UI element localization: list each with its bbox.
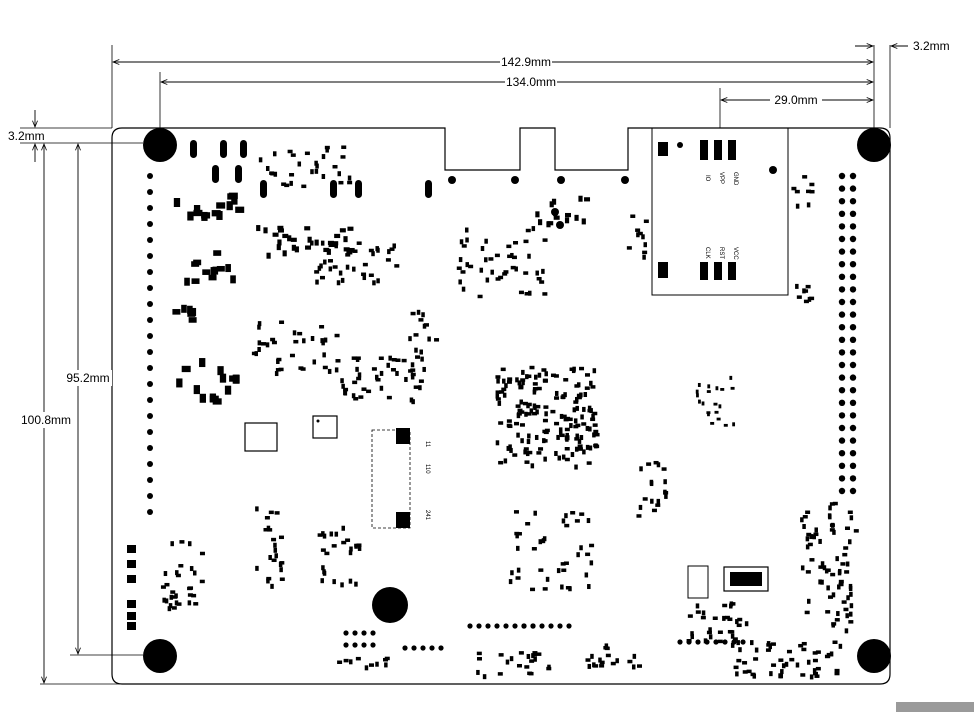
footer-bar — [896, 702, 974, 712]
module-label-rst: RST — [718, 247, 724, 259]
mounting-hole-top-left — [143, 128, 177, 162]
dim-label-95-2: 95.2mm — [66, 371, 109, 385]
dim-label-134-0: 134.0mm — [506, 75, 556, 89]
dim-label-3-2-right: 3.2mm — [913, 39, 950, 53]
mounting-hole-top-right — [857, 128, 891, 162]
module-label-vpp: VPP — [718, 172, 724, 184]
dim-label-100-8: 100.8mm — [21, 413, 71, 427]
ic-tssop-bottom-right — [723, 566, 769, 592]
dim-label-142-9: 142.9mm — [501, 55, 551, 69]
module-label-gnd: GND — [732, 172, 738, 186]
dim-label-3-2-top: 3.2mm — [8, 129, 45, 143]
ic-tssop-body — [730, 572, 762, 586]
connector-label-110: 110 — [424, 464, 430, 474]
module-label-clk: CLK — [704, 247, 710, 259]
mounting-hole-bottom-right — [857, 639, 891, 673]
connector-label-11: 11 — [424, 441, 430, 448]
fpc-connector-pad-bottom — [396, 512, 410, 528]
mounting-hole-bottom-left — [143, 639, 177, 673]
ic-qfn-left — [244, 422, 278, 452]
ic-soic — [312, 415, 338, 439]
mounting-hole-center — [372, 587, 408, 623]
module-label-io: IO — [704, 175, 710, 182]
module-pads — [658, 140, 777, 280]
module-outline — [651, 127, 789, 296]
dim-label-29-0: 29.0mm — [774, 93, 817, 107]
fpc-connector-pad-top — [396, 428, 410, 444]
connector-label-241: 241 — [424, 510, 430, 521]
ic-small-bottom-right — [687, 565, 709, 599]
fpc-connector-outline — [371, 429, 411, 529]
board-outline — [111, 127, 891, 685]
component-field — [127, 140, 859, 680]
module-label-vcc: VCC — [732, 247, 738, 260]
extension-lines — [20, 45, 891, 685]
